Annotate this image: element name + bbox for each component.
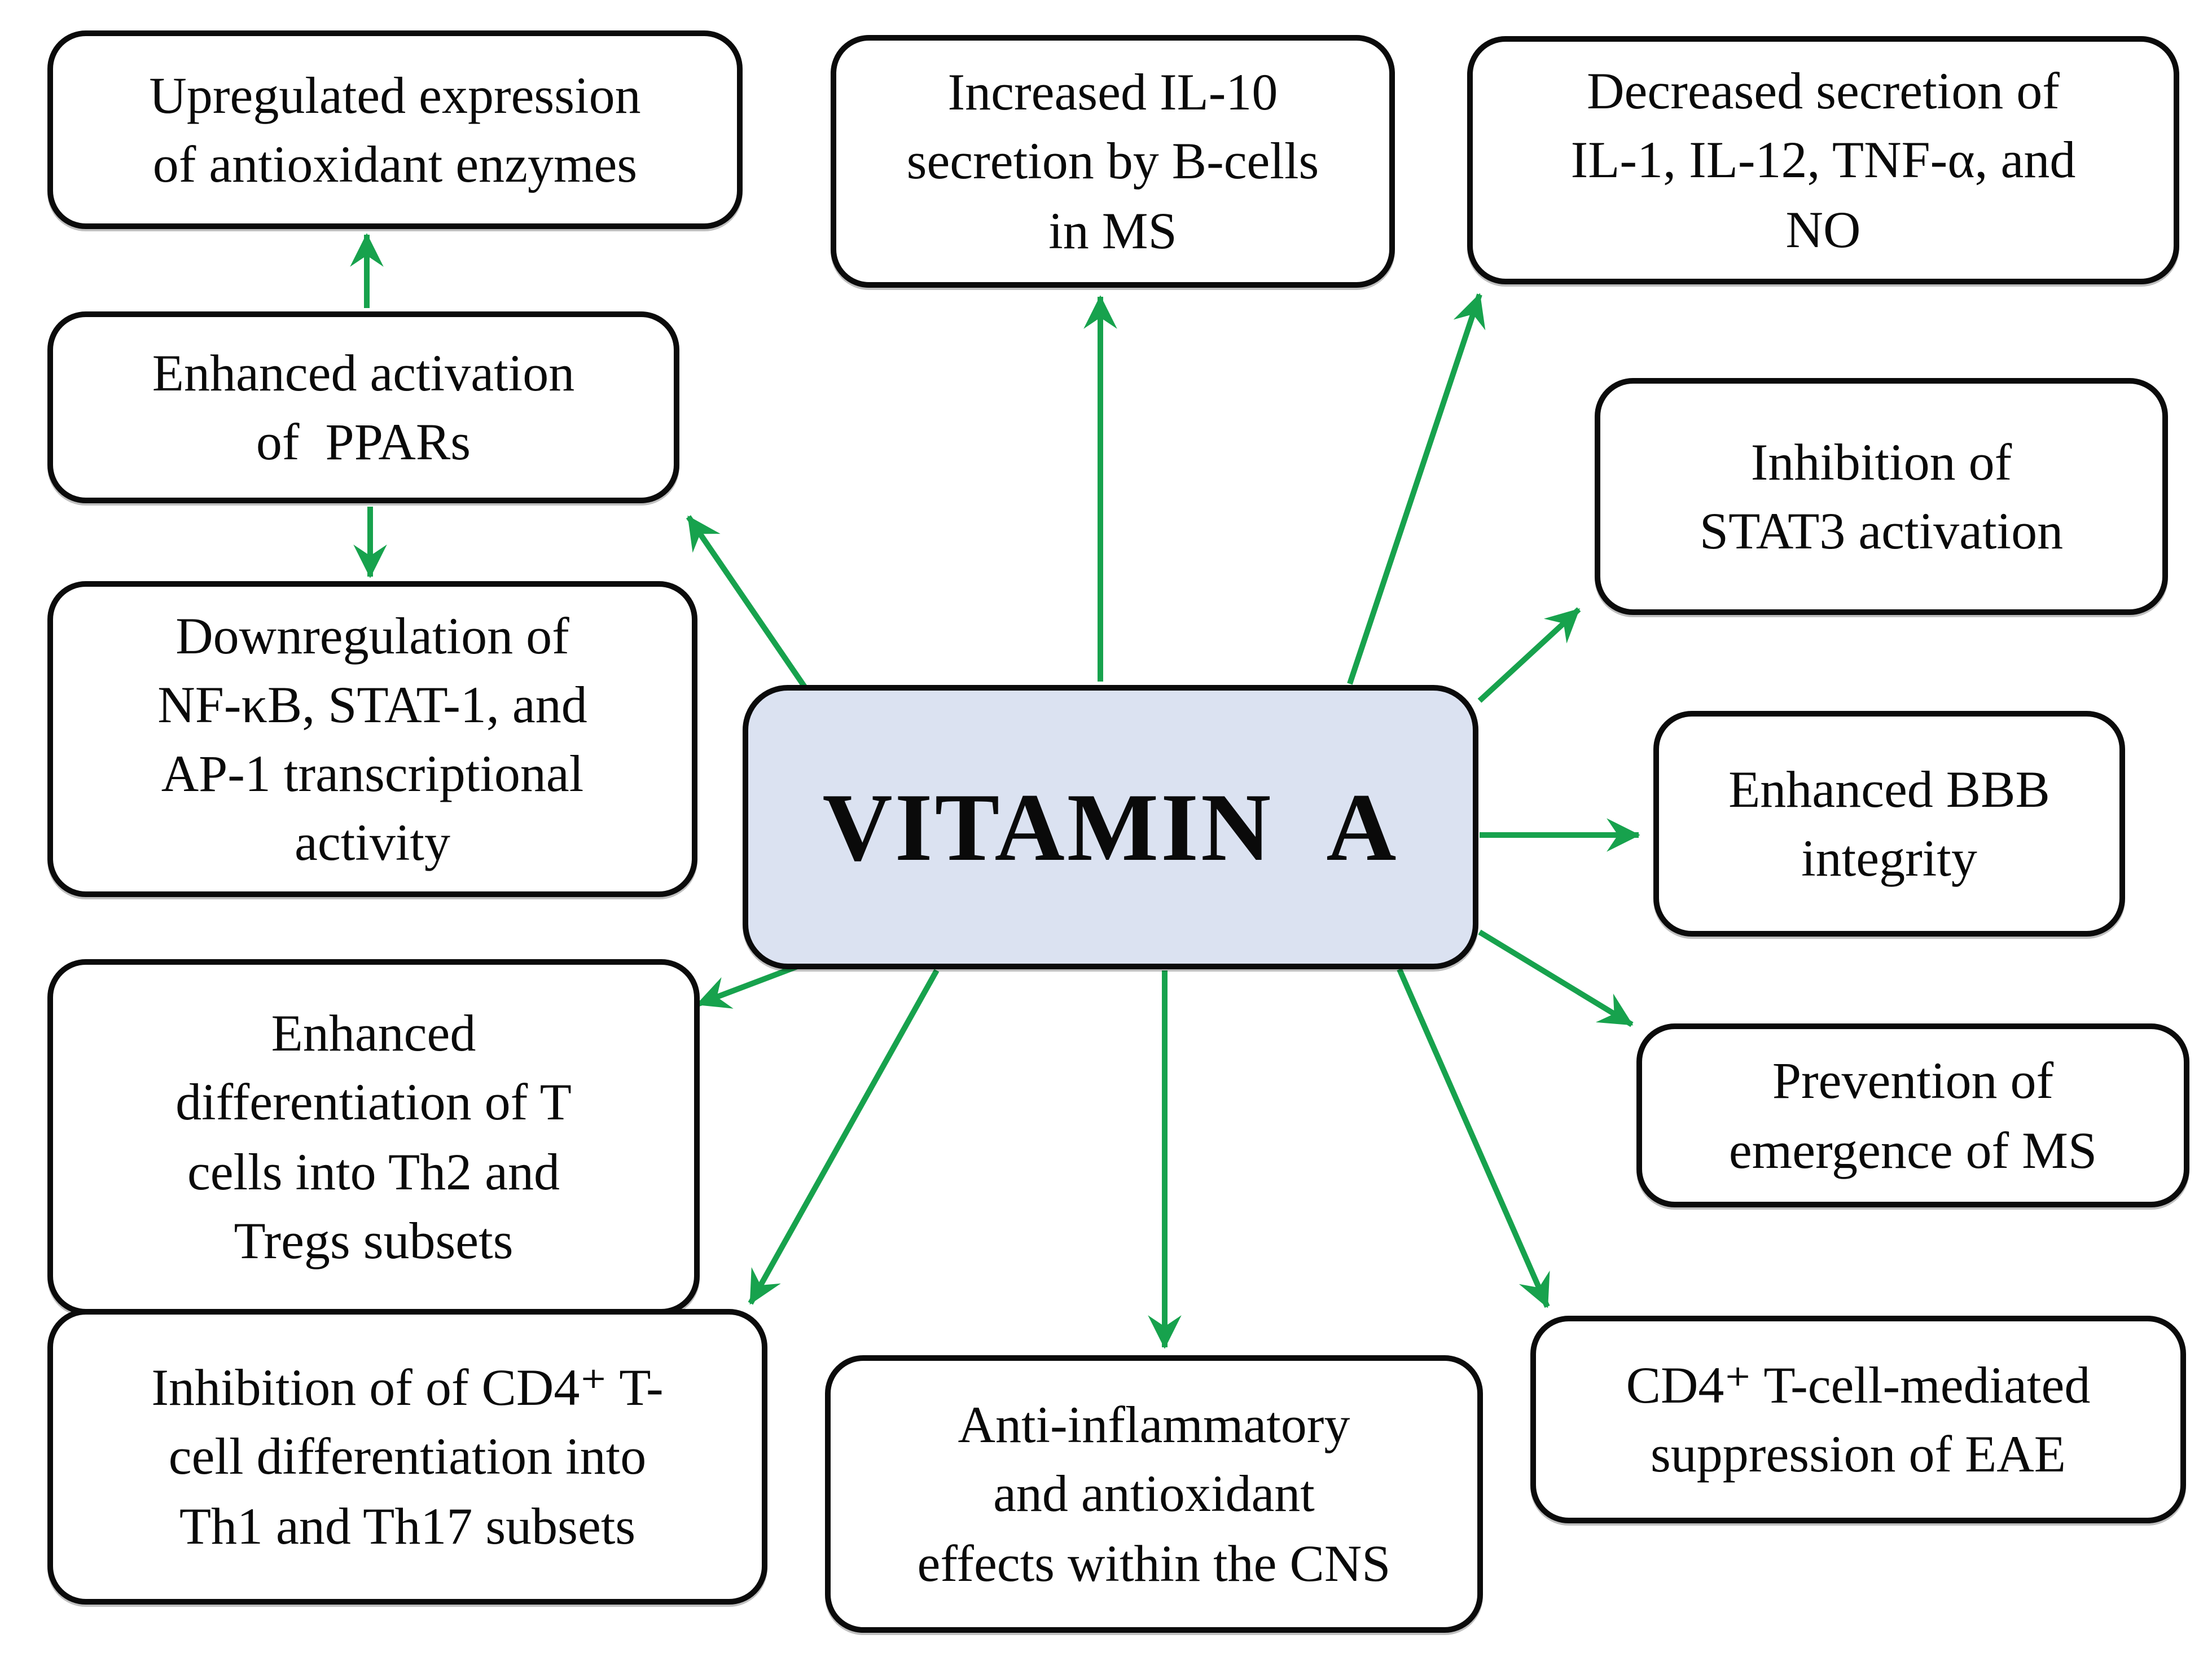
effect-box-label: Decreased secretion of IL-1, IL-12, TNF-… (1570, 62, 2076, 258)
effect-box-inhibition-stat3: Inhibition of STAT3 activation (1595, 378, 2168, 615)
effect-box-anti-inflammatory-antioxidant-cns: Anti-inflammatory and antioxidant effect… (825, 1355, 1483, 1633)
effect-box-enhanced-differentiation-th2-tregs: Enhanced differentiation of T cells into… (47, 959, 700, 1315)
vitamin-a-label: VITAMIN A (822, 773, 1399, 881)
effect-box-cd4-mediated-suppression-eae: CD4⁺ T-cell-mediated suppression of EAE (1530, 1316, 2186, 1523)
effect-box-label: Enhanced BBB integrity (1728, 760, 2050, 887)
effect-box-enhanced-activation-ppars: Enhanced activation of PPARs (47, 311, 679, 503)
effect-box-label: Prevention of emergence of MS (1728, 1052, 2097, 1179)
arrow-vitamin-a-to-decreased-secretion (1347, 293, 1486, 685)
effect-box-downregulation-nfkb-stat1-ap1: Downregulation of NF-κB, STAT-1, and AP-… (47, 581, 697, 897)
effect-box-label: Inhibition of of CD4⁺ T- cell differenti… (151, 1359, 664, 1555)
effect-box-label: Inhibition of STAT3 activation (1699, 433, 2064, 560)
effect-box-label: Increased IL-10 secretion by B-cells in … (906, 63, 1319, 260)
arrow-vitamin-a-to-stat3 (1477, 607, 1581, 703)
effect-box-label: CD4⁺ T-cell-mediated suppression of EAE (1626, 1356, 2091, 1483)
effect-box-label: Enhanced differentiation of T cells into… (175, 1004, 572, 1269)
effect-box-prevention-emergence-ms: Prevention of emergence of MS (1636, 1023, 2189, 1207)
effect-box-label: Anti-inflammatory and antioxidant effect… (917, 1396, 1391, 1592)
effect-box-label: Enhanced activation of PPARs (152, 344, 575, 471)
effect-box-decreased-secretion-il1-il12-tnfa-no: Decreased secretion of IL-1, IL-12, TNF-… (1467, 36, 2179, 284)
vitamin-a-center-box: VITAMIN A (743, 685, 1478, 969)
effect-box-inhibition-cd4-th1-th17: Inhibition of of CD4⁺ T- cell differenti… (47, 1309, 767, 1605)
arrow-vitamin-a-to-th2-differentiation (696, 961, 806, 1009)
effect-box-label: Downregulation of NF-κB, STAT-1, and AP-… (157, 607, 587, 872)
effect-box-label: Upregulated expression of antioxidant en… (149, 66, 641, 193)
effect-box-increased-il10-bcells-ms: Increased IL-10 secretion by B-cells in … (831, 35, 1395, 288)
effect-box-enhanced-bbb-integrity: Enhanced BBB integrity (1653, 711, 2125, 937)
arrow-vitamin-a-to-ppars (686, 515, 813, 697)
arrow-vitamin-a-to-cd4-eae (1397, 968, 1550, 1308)
effect-box-upregulated-antioxidant-enzymes: Upregulated expression of antioxidant en… (47, 30, 743, 229)
arrow-vitamin-a-to-inhibition-cd4 (748, 969, 940, 1305)
arrow-vitamin-a-to-prevention-ms (1478, 929, 1634, 1027)
